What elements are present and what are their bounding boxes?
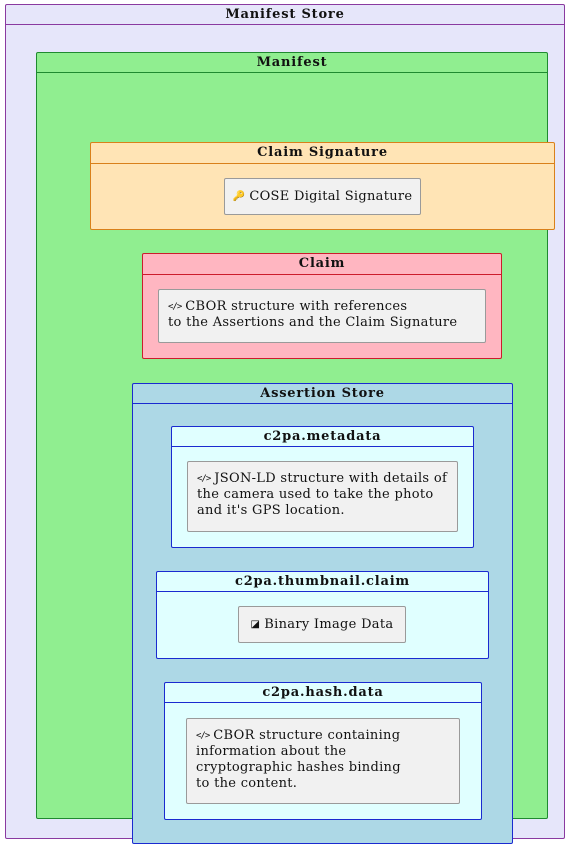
cose-digital-signature-node: 🔑 COSE Digital Signature — [224, 178, 421, 215]
metadata-node-line-2: the camera used to take the photo — [197, 487, 434, 502]
manifest-container: Manifest Claim Signature 🔑 COSE Digital … — [36, 52, 555, 844]
claim-container: Claim </>CBOR structure with references … — [142, 253, 502, 359]
metadata-jsonld-node: </>JSON-LD structure with details of the… — [187, 461, 458, 532]
cose-digital-signature-label: COSE Digital Signature — [249, 188, 413, 204]
c2pa-thumbnail-claim-container: c2pa.thumbnail.claim ◪ Binary Image Data — [156, 571, 489, 659]
code-icon: </> — [168, 302, 182, 312]
image-icon: ◪ — [250, 618, 261, 630]
c2pa-metadata-container: c2pa.metadata </>JSON-LD structure with … — [171, 426, 474, 548]
metadata-node-line-3: and it's GPS location. — [197, 503, 345, 518]
hash-node-line-1: </>CBOR structure containing — [196, 728, 401, 743]
metadata-node-line-1: </>JSON-LD structure with details of — [197, 471, 448, 486]
hash-node-line-4: to the content. — [196, 776, 298, 791]
c2pa-metadata-title: c2pa.metadata — [172, 427, 473, 447]
manifest-store-container: Manifest Store Manifest Claim Signature … — [5, 4, 565, 844]
claim-signature-container: Claim Signature 🔑 COSE Digital Signature — [90, 142, 555, 230]
code-icon: </> — [196, 731, 210, 741]
hash-cbor-node: </>CBOR structure containing information… — [186, 718, 460, 804]
key-icon: 🔑 — [232, 190, 246, 202]
binary-image-data-node: ◪ Binary Image Data — [238, 606, 406, 643]
claim-cbor-node: </>CBOR structure with references to the… — [158, 289, 486, 343]
binary-image-data-label: Binary Image Data — [264, 616, 394, 632]
code-icon: </> — [197, 474, 211, 484]
claim-title: Claim — [143, 254, 501, 275]
claim-node-line-1: </>CBOR structure with references — [168, 299, 408, 314]
hash-node-line-2: information about the — [196, 744, 347, 759]
hash-node-line-3: cryptographic hashes binding — [196, 760, 401, 775]
assertion-store-container: Assertion Store c2pa.metadata </>JSON-LD… — [132, 383, 513, 844]
manifest-title: Manifest — [37, 53, 547, 73]
claim-signature-title: Claim Signature — [91, 143, 554, 164]
manifest-store-title: Manifest Store — [6, 5, 564, 25]
assertion-store-title: Assertion Store — [133, 384, 512, 404]
c2pa-thumbnail-claim-title: c2pa.thumbnail.claim — [157, 572, 488, 592]
c2pa-hash-data-container: c2pa.hash.data </>CBOR structure contain… — [164, 682, 482, 820]
c2pa-hash-data-title: c2pa.hash.data — [165, 683, 481, 703]
claim-node-line-2: to the Assertions and the Claim Signatur… — [168, 315, 458, 330]
